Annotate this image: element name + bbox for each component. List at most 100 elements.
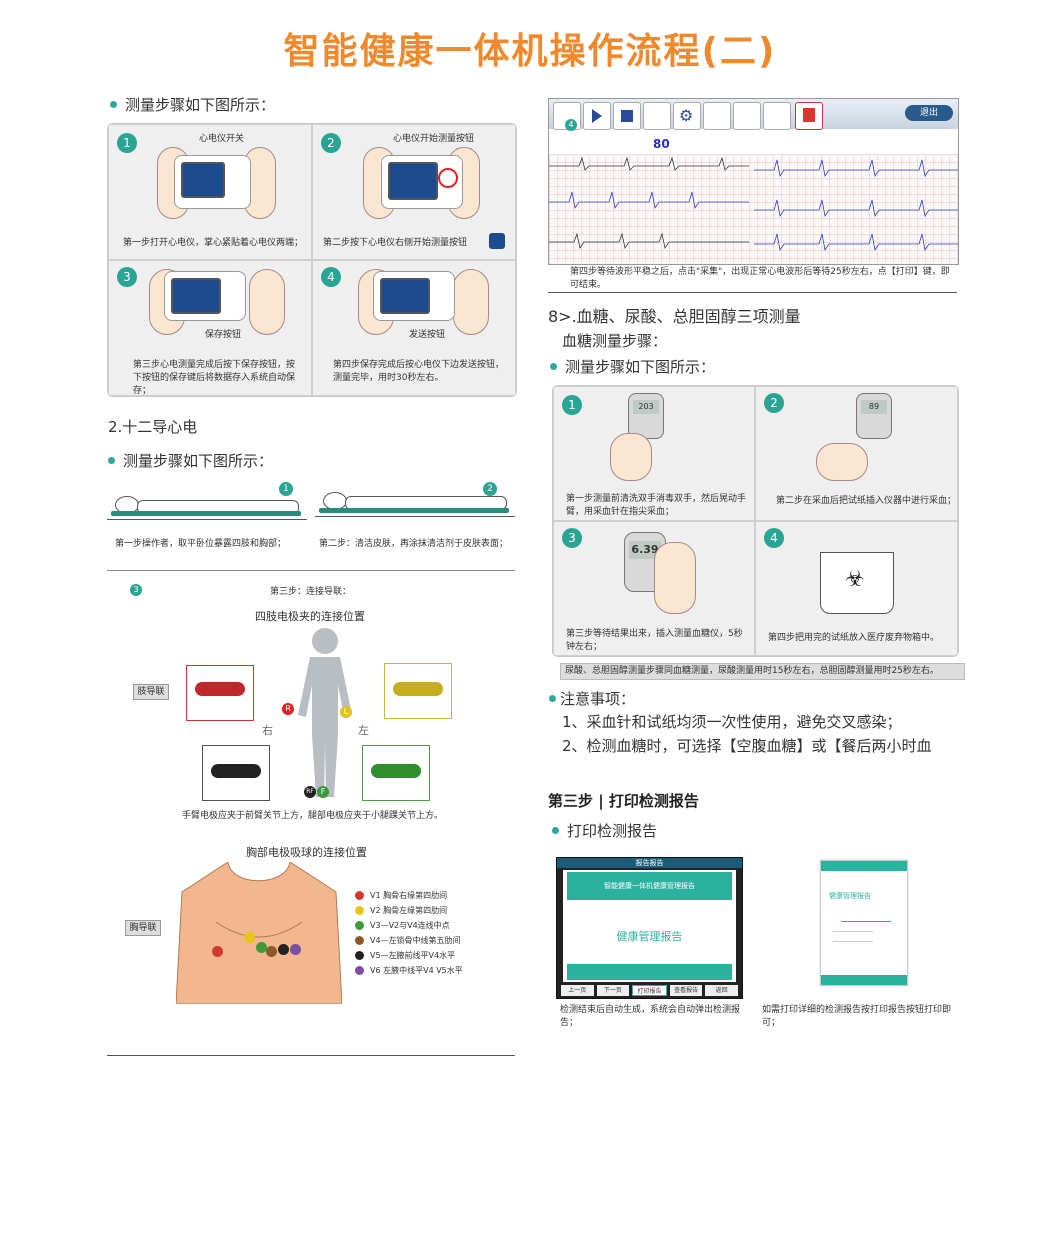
report-preview: 智能健康一体机健康管理报告 健康管理报告 — [563, 870, 736, 982]
human-body-icon — [298, 628, 352, 797]
ecg-device-icon — [164, 271, 246, 321]
chest-lead-tag: 胸导联 — [125, 920, 161, 936]
step-number: 3 — [130, 584, 142, 596]
play-icon — [489, 233, 505, 249]
ecg-device-icon — [373, 271, 455, 321]
step3-print-heading: 第三步 | 打印检测报告 — [548, 792, 699, 810]
ecg-toolbar: ⚙ 退出 — [549, 99, 958, 130]
twelve-lead-step-1: 1 第一步操作者，取平卧位暴露四肢和胸部； — [107, 478, 307, 553]
legend-item-v6: V6 左腋中线平V4 V5水平 — [355, 963, 463, 978]
bullet-icon — [110, 101, 117, 108]
paper-title: 健康管理报告 — [829, 892, 871, 900]
electrode-v4-icon — [266, 946, 277, 957]
page-title: 智能健康一体机操作流程(二) — [283, 31, 777, 72]
step-number: 3 — [117, 267, 137, 287]
glucose-steps-panel: 1 203 第一步测量前清洗双手消毒双手，然后晃动手臂，用采血针在指尖采血； 2… — [552, 385, 959, 657]
prev-page-button[interactable]: 上一页 — [561, 985, 594, 996]
hand-icon — [610, 433, 652, 481]
report-main-title: 健康管理报告 — [616, 930, 683, 943]
hand-icon — [816, 443, 868, 481]
callout-label: 保存按钮 — [205, 330, 242, 340]
step-number: 2 — [764, 393, 784, 413]
glucose-note: 尿酸、总胆固醇测量步骤同血糖测量，尿酸测量用时15秒左右，总胆固醇测量用时25秒… — [560, 663, 965, 680]
glucose-step-1: 1 203 第一步测量前清洗双手消毒双手，然后晃动手臂，用采血针在指尖采血； — [553, 386, 755, 521]
measure-steps-bullet: 测量步骤如下图所示： — [550, 356, 715, 377]
glucose-step-3: 3 6.39 第三步等待结果出来，插入测量血糖仪，5秒钟左右； — [553, 521, 755, 656]
ecg-step-3: 3 保存按钮 第三步心电测量完成后按下保存按钮，按下按钮的保存键后将数据存入系统… — [108, 260, 312, 396]
ecg-software-window: ⚙ 退出 4 80 — [548, 98, 959, 265]
step-caption: 第四步保存完成后按心电仪下边发送按钮，测量完毕，用时30秒左右。 — [333, 360, 505, 383]
limb-title: 四肢电极夹的连接位置 — [255, 610, 365, 623]
measure-steps-text: 测量步骤如下图所示： — [565, 358, 716, 376]
lead-button[interactable] — [703, 102, 731, 130]
printed-report-paper: 健康管理报告 — [820, 860, 908, 986]
ecg-caption: 第四步等待波形平稳之后，点击"采集"，出现正常心电波形后等待25秒左右，点【打印… — [570, 267, 950, 290]
report-window: 报告报告 智能健康一体机健康管理报告 健康管理报告 上一页 下一页 打印报告 查… — [556, 857, 743, 999]
next-page-button[interactable]: 下一页 — [596, 985, 630, 996]
glucose-step-4: 4 ☣ 第四步把用完的试纸放入医疗废弃物箱中。 — [755, 521, 958, 656]
print-bullet: 打印检测报告 — [552, 820, 657, 841]
marker-r: R — [282, 703, 294, 715]
back-button[interactable]: 返回 — [705, 985, 738, 996]
marker-rf: RF — [304, 786, 316, 798]
exit-button[interactable]: 退出 — [905, 105, 953, 121]
ecg-waveform-area — [549, 154, 958, 264]
view-report-button[interactable]: 查看报告 — [669, 985, 703, 996]
left-side-label: 左 — [358, 724, 369, 737]
yellow-clamp-icon — [384, 663, 452, 719]
step-caption: 第二步按下心电仪右侧开始测量按钮 — [323, 238, 468, 248]
torso-icon — [176, 862, 342, 1004]
print-report-button[interactable]: 打印报告 — [632, 985, 667, 996]
report-window-title: 报告报告 — [557, 858, 742, 868]
measure-steps-bullet: 测量步骤如下图所示： — [108, 450, 273, 471]
chest-legend: V1 胸骨右缘第四肋间 V2 胸骨左缘第四肋间 V3—V2与V4连线中点 V4—… — [355, 888, 463, 978]
notes-heading: 注意事项： — [560, 690, 636, 708]
chest-title: 胸部电极吸球的连接位置 — [246, 846, 367, 859]
callout-label: 心电仪开关 — [199, 134, 245, 144]
ecg-device-icon — [381, 155, 463, 209]
legend-item-v5: V5—左腋前线平V4水平 — [355, 948, 463, 963]
glucometer-icon: 203 — [628, 393, 664, 439]
ecg-device-icon — [174, 155, 251, 209]
limb-lead-tag: 肢导联 — [133, 684, 169, 700]
red-clamp-icon — [186, 665, 254, 721]
electrode-v1-icon — [212, 946, 223, 957]
start-button[interactable] — [583, 102, 611, 130]
stop-button[interactable] — [613, 102, 641, 130]
glucometer-icon: 89 — [856, 393, 892, 439]
return-button[interactable] — [795, 102, 823, 130]
step-caption: 第四步把用完的试纸放入医疗废弃物箱中。 — [768, 633, 940, 643]
step-number: 4 — [321, 267, 341, 287]
legend-item-v3: V3—V2与V4连线中点 — [355, 918, 463, 933]
paper-button[interactable] — [733, 102, 761, 130]
settings-button[interactable]: ⚙ — [673, 102, 701, 130]
glucose-heading: 血糖测量步骤： — [562, 332, 668, 350]
gain-button[interactable] — [643, 102, 671, 130]
bullet-icon — [550, 363, 557, 370]
black-clamp-icon — [202, 745, 270, 801]
step-caption: 第二步：清洁皮肤，再涂抹清洁剂于皮肤表面； — [319, 539, 509, 549]
limb-caption: 手臂电极应夹于前臂关节上方，腿部电极应夹于小腿踝关节上方。 — [182, 811, 444, 821]
step-caption: 第三步等待结果出来，插入测量血糖仪，5秒钟左右； — [566, 629, 743, 652]
twelve-lead-button[interactable] — [763, 102, 791, 130]
callout-label: 发送按钮 — [409, 330, 446, 340]
step-number: 1 — [562, 395, 582, 415]
ecg-step-2: 2 心电仪开始测量按钮 第二步按下心电仪右侧开始测量按钮 — [312, 124, 516, 260]
electrode-v6-icon — [290, 944, 301, 955]
hand-icon — [453, 269, 489, 335]
marker-f: F — [317, 786, 329, 798]
step-caption: 第三步心电测量完成后按下保存按钮，按下按钮的保存键后将数据存入系统自动保存； — [133, 360, 296, 396]
step-number: 2 — [483, 482, 497, 496]
heart-rate-value: 80 — [653, 137, 670, 151]
step-number: 1 — [117, 133, 137, 153]
step3-title: 第三步：连接导联： — [270, 587, 352, 597]
step-number: 3 — [562, 528, 582, 548]
step-number: 4 — [565, 119, 577, 131]
report-caption-right: 如需打印详细的检测报告按打印报告按钮打印即可； — [762, 1005, 952, 1028]
electrode-v2-icon — [244, 932, 255, 943]
ecg-waveform-icon — [549, 156, 958, 252]
report-banner: 智能健康一体机健康管理报告 — [567, 872, 732, 900]
ecg-step-1: 1 心电仪开关 第一步打开心电仪，掌心紧贴着心电仪两端； — [108, 124, 312, 260]
note-1: 1、采血针和试纸均须一次性使用，避免交叉感染； — [562, 713, 902, 731]
step-caption: 第一步测量前清洗双手消毒双手，然后晃动手臂，用采血针在指尖采血； — [566, 494, 747, 517]
